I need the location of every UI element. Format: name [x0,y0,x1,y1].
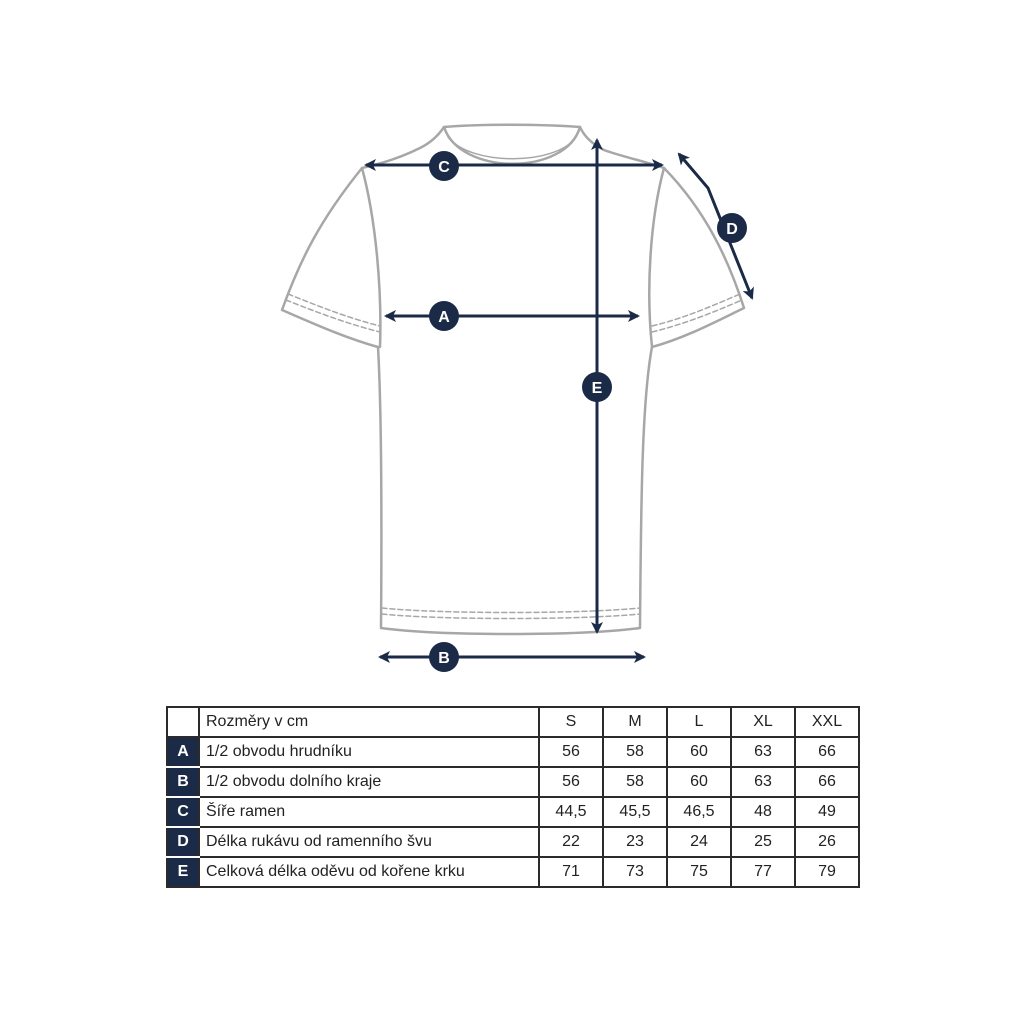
row-value: 45,5 [602,796,668,828]
row-value: 48 [730,796,796,828]
row-value: 60 [666,736,732,768]
size-table: Rozměry v cm S M L XL XXL A 1/2 obvodu h… [166,706,860,888]
marker-d-label: D [726,221,738,238]
size-header-m: M [602,706,668,738]
row-value: 24 [666,826,732,858]
row-letter: C [166,796,200,828]
table-corner-cell [166,706,200,738]
row-value: 22 [538,826,604,858]
row-value: 26 [794,826,860,858]
row-value: 79 [794,856,860,888]
table-row: D Délka rukávu od ramenního švu 22 23 24… [166,826,860,858]
marker-a-label: A [438,309,450,326]
tshirt-outline [280,123,746,636]
row-label: Délka rukávu od ramenního švu [198,826,540,858]
row-value: 73 [602,856,668,888]
marker-d: D [717,213,747,243]
row-value: 77 [730,856,796,888]
row-letter: E [166,856,200,888]
marker-c: C [429,151,459,181]
row-value: 56 [538,766,604,798]
size-header-s: S [538,706,604,738]
row-value: 44,5 [538,796,604,828]
size-header-xxl: XXL [794,706,860,738]
table-row: C Šíře ramen 44,5 45,5 46,5 48 49 [166,796,860,828]
marker-b-label: B [438,650,450,667]
marker-a: A [429,301,459,331]
marker-c-label: C [438,159,450,176]
row-value: 63 [730,736,796,768]
row-label: 1/2 obvodu hrudníku [198,736,540,768]
size-header-l: L [666,706,732,738]
row-letter: A [166,736,200,768]
table-header-label: Rozměry v cm [198,706,540,738]
marker-e: E [582,372,612,402]
row-letter: B [166,766,200,798]
row-value: 56 [538,736,604,768]
table-row: E Celková délka oděvu od kořene krku 71 … [166,856,860,888]
tshirt-measurement-diagram: C D A E B [280,123,754,672]
marker-e-label: E [592,380,603,397]
row-value: 71 [538,856,604,888]
row-value: 23 [602,826,668,858]
table-row: A 1/2 obvodu hrudníku 56 58 60 63 66 [166,736,860,768]
row-value: 60 [666,766,732,798]
row-value: 75 [666,856,732,888]
row-value: 49 [794,796,860,828]
row-value: 66 [794,736,860,768]
row-value: 46,5 [666,796,732,828]
row-label: 1/2 obvodu dolního kraje [198,766,540,798]
row-label: Celková délka oděvu od kořene krku [198,856,540,888]
row-value: 58 [602,766,668,798]
row-value: 63 [730,766,796,798]
table-header-row: Rozměry v cm S M L XL XXL [166,706,860,738]
row-value: 66 [794,766,860,798]
row-label: Šíře ramen [198,796,540,828]
sleeve-length-arrow [677,152,754,300]
row-value: 25 [730,826,796,858]
table-row: B 1/2 obvodu dolního kraje 56 58 60 63 6… [166,766,860,798]
row-letter: D [166,826,200,858]
marker-b: B [429,642,459,672]
row-value: 58 [602,736,668,768]
size-header-xl: XL [730,706,796,738]
